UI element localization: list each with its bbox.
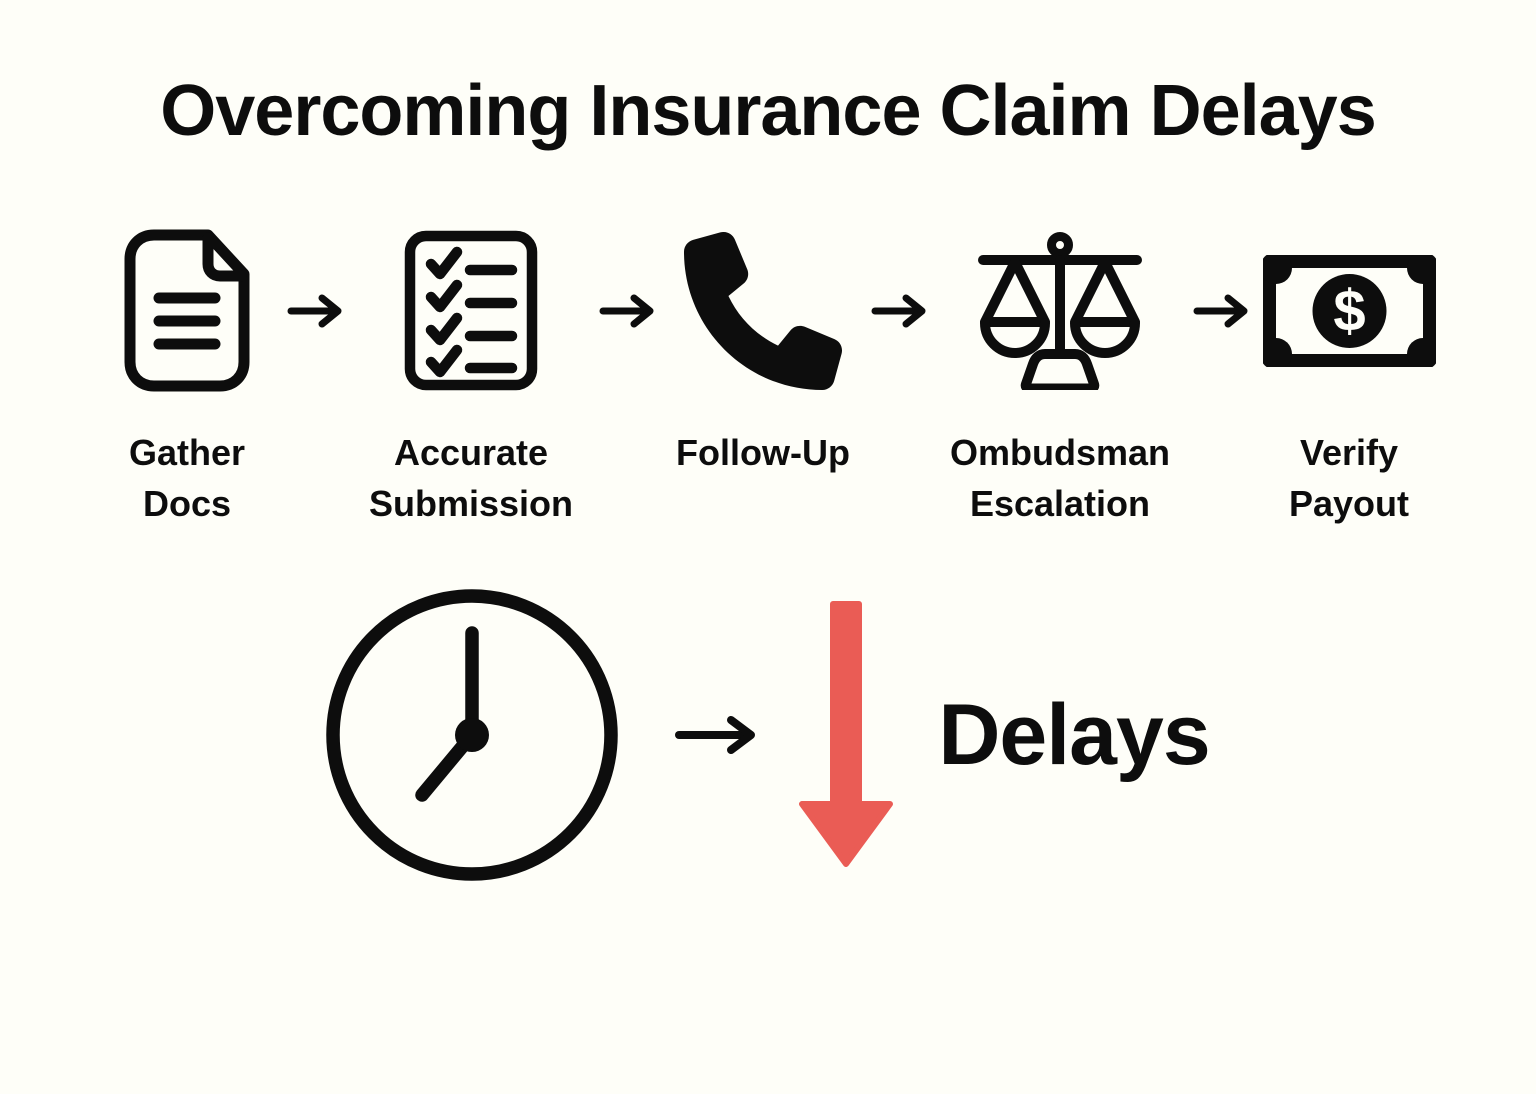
infographic-title: Overcoming Insurance Claim Delays bbox=[160, 71, 1377, 151]
infographic: Overcoming Insurance Claim Delays Gather… bbox=[0, 70, 1536, 881]
delays-section: Delays bbox=[0, 589, 1536, 881]
clock-icon bbox=[326, 589, 619, 881]
right-arrow-icon bbox=[287, 225, 343, 397]
banknote-icon: $ bbox=[1262, 225, 1436, 397]
scales-icon bbox=[970, 225, 1150, 397]
right-arrow-icon bbox=[1193, 225, 1249, 397]
process-step-verify-payout: $ Verify Payout bbox=[1251, 225, 1447, 529]
process-step-gather-docs: Gather Docs bbox=[89, 225, 285, 529]
process-flow: Gather Docs bbox=[0, 225, 1536, 529]
right-arrow-icon bbox=[674, 713, 758, 757]
process-step-follow-up: Follow-Up bbox=[657, 225, 869, 478]
red-down-arrow-icon bbox=[796, 599, 896, 871]
dollar-sign: $ bbox=[1333, 278, 1365, 343]
step-label: Ombudsman Escalation bbox=[949, 431, 1171, 524]
step-label: Follow-Up bbox=[676, 431, 850, 473]
process-step-ombudsman-escalation: Ombudsman Escalation bbox=[929, 225, 1191, 529]
process-step-accurate-submission: Accurate Submission bbox=[345, 225, 597, 529]
step-label: Gather Docs bbox=[128, 431, 246, 524]
checklist-icon bbox=[404, 225, 538, 397]
step-label: Accurate Submission bbox=[368, 431, 574, 524]
delays-label: Delays bbox=[938, 686, 1210, 783]
right-arrow-icon bbox=[599, 225, 655, 397]
phone-icon bbox=[684, 225, 842, 397]
document-icon bbox=[120, 225, 254, 397]
step-label: Verify Payout bbox=[1288, 431, 1410, 524]
right-arrow-icon bbox=[871, 225, 927, 397]
